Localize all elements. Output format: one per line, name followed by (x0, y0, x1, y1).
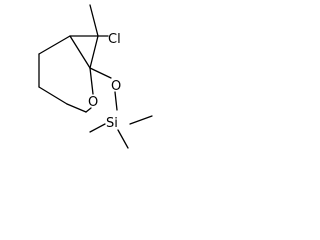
bond-c6-o-silyl (89, 67, 112, 79)
ring-oxygen-label: O (88, 95, 98, 110)
silicon-label: Si (106, 116, 118, 131)
structure-drawing: Cl O O Si (38, 4, 153, 149)
chlorine-label: Cl (108, 32, 121, 47)
silyl-oxygen-label: O (111, 79, 121, 94)
bond-si-methyl-down (117, 129, 129, 149)
bond-c6-c7 (69, 35, 91, 69)
bond-c3-c2 (66, 103, 87, 113)
bond-c1-methyl (89, 4, 99, 37)
bond-c4-c3 (38, 86, 68, 105)
bond-c1-c6 (89, 35, 99, 69)
bond-si-methyl-right (129, 115, 153, 125)
chemical-structure: Cl O O Si (0, 0, 170, 153)
bond-si-methyl-left (89, 123, 106, 133)
bond-c7-c5 (38, 35, 71, 55)
bond-o-silyl-si (114, 91, 118, 111)
bond-c2-o-ring (85, 107, 92, 113)
bond-o-ring-c6 (89, 67, 94, 95)
